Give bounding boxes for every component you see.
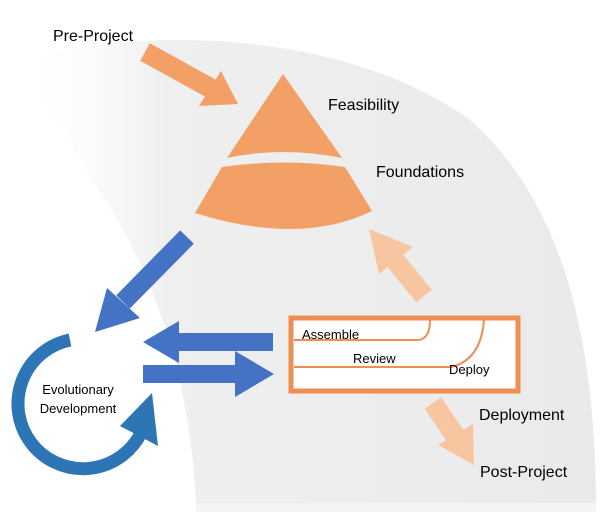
foundations-label: Foundations <box>376 164 465 181</box>
foundations-band <box>195 162 372 230</box>
development-label: Development <box>39 401 117 416</box>
evolutionary-cycle <box>11 333 158 476</box>
timebox-box <box>288 315 521 394</box>
review-divider <box>294 319 485 368</box>
evolutionary-development-label: Evolutionary Development <box>18 380 138 418</box>
pre-project-arrow <box>140 43 238 106</box>
assemble-divider <box>294 319 431 341</box>
band-shadow <box>196 503 596 512</box>
deploy-label: Deploy <box>449 362 490 377</box>
deployment-arrow <box>424 397 474 465</box>
assemble-label: Assemble <box>302 327 360 342</box>
review-label: Review <box>353 351 396 366</box>
pre-project-label: Pre-Project <box>53 28 134 45</box>
timebox-to-development-arrow <box>143 321 273 363</box>
feasibility-label: Feasibility <box>328 97 400 114</box>
post-project-label: Post-Project <box>480 464 568 481</box>
feasibility-cap <box>227 74 342 158</box>
background-band <box>20 40 596 503</box>
development-to-timebox-arrow <box>143 351 274 397</box>
evolutionary-label: Evolutionary <box>42 382 114 397</box>
timebox-to-foundations-arrow <box>369 229 432 303</box>
foundations-to-development-arrow <box>95 230 194 332</box>
deployment-label: Deployment <box>479 407 565 424</box>
